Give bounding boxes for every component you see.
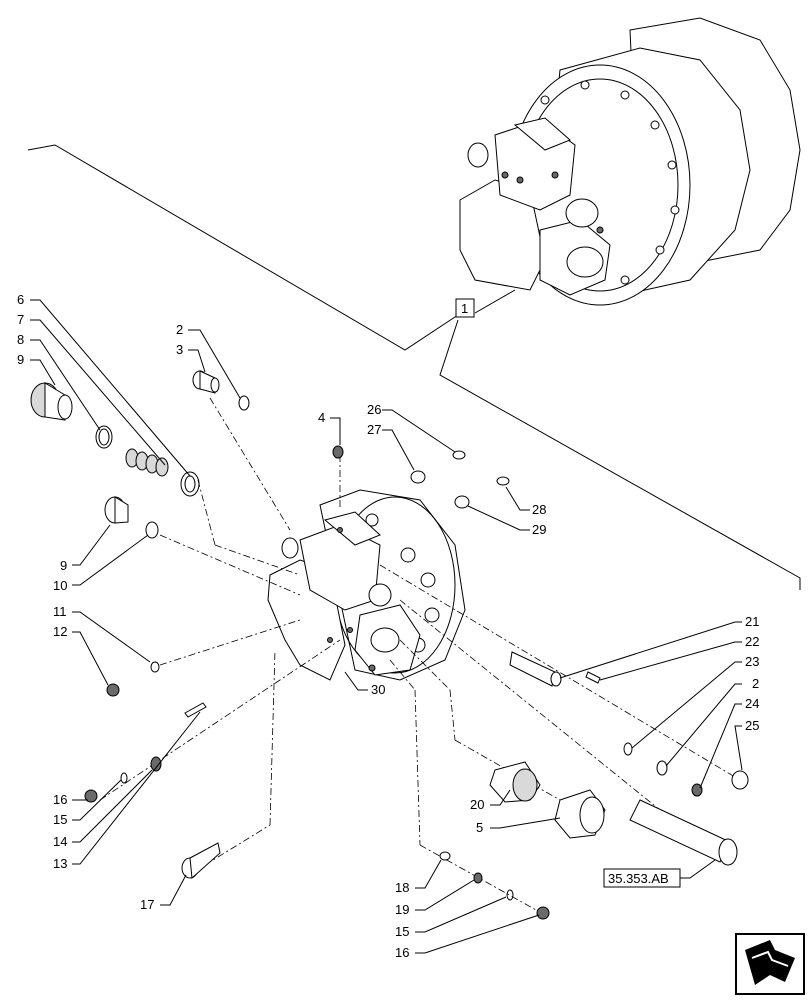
next-page-arrow-icon[interactable] bbox=[735, 933, 805, 995]
plug-29 bbox=[454, 495, 470, 509]
callout-12: 12 bbox=[53, 624, 67, 639]
bolt-holes bbox=[540, 80, 680, 285]
plug-9 bbox=[104, 496, 129, 524]
callout-7: 8 bbox=[17, 332, 24, 347]
cap-5 bbox=[554, 789, 606, 839]
callout-17: 17 bbox=[140, 897, 154, 912]
callout-29: 29 bbox=[532, 522, 546, 537]
plug-4 bbox=[332, 445, 344, 459]
callout-4: 4 bbox=[318, 410, 325, 425]
assembly-callout-box: 1 bbox=[455, 298, 475, 318]
callout-5b: 5 bbox=[476, 820, 483, 835]
plug-25 bbox=[731, 770, 749, 790]
callout-11: 11 bbox=[53, 604, 67, 619]
washer-5 bbox=[180, 471, 200, 497]
assembly-center-lines bbox=[99, 397, 741, 916]
callout-13: 13 bbox=[53, 856, 67, 871]
pin-13 bbox=[184, 702, 207, 718]
reference-label-box[interactable]: 35.353.AB bbox=[603, 868, 681, 888]
callout-6: 7 bbox=[17, 312, 24, 327]
key-26 bbox=[452, 450, 466, 460]
callout-22: 22 bbox=[745, 634, 759, 649]
plug-8 bbox=[30, 382, 73, 421]
ring-11 bbox=[150, 661, 160, 673]
plug-16b bbox=[536, 906, 550, 920]
callout-5: 6 bbox=[17, 292, 24, 307]
valve-body bbox=[267, 489, 466, 681]
callout-19: 19 bbox=[395, 902, 409, 917]
plug-3 bbox=[192, 370, 220, 394]
plug-24 bbox=[691, 783, 703, 797]
o-ring-7 bbox=[95, 425, 113, 449]
o-ring-2a bbox=[238, 395, 250, 411]
bolt-17 bbox=[181, 842, 221, 880]
reference-label[interactable]: 35.353.AB bbox=[608, 871, 669, 886]
callout-27: 27 bbox=[367, 422, 381, 437]
o-ring-2b bbox=[656, 760, 668, 776]
o-ring-10 bbox=[145, 521, 159, 539]
piston-20 bbox=[489, 761, 541, 803]
assembly-callout: 1 bbox=[461, 301, 468, 316]
leader-assembly-right bbox=[439, 319, 801, 590]
ring-23 bbox=[623, 742, 633, 756]
travel-motor-assembly bbox=[459, 17, 801, 306]
loose-parts bbox=[30, 370, 749, 920]
spring-6 bbox=[125, 448, 169, 477]
callout-21: 21 bbox=[745, 614, 759, 629]
callout-9: 9 bbox=[60, 558, 67, 573]
key-28 bbox=[496, 476, 510, 486]
callout-10: 10 bbox=[53, 578, 67, 593]
callout-30: 30 bbox=[371, 682, 385, 697]
callout-14: 14 bbox=[53, 834, 67, 849]
callout-15b: 15 bbox=[395, 924, 409, 939]
ring-15a bbox=[120, 772, 128, 784]
callout-2b: 2 bbox=[752, 676, 759, 691]
spool-21 bbox=[509, 651, 562, 687]
callout-23: 23 bbox=[745, 654, 759, 669]
callout-16: 16 bbox=[53, 792, 67, 807]
callout-16b: 16 bbox=[395, 945, 409, 960]
callout-8: 9 bbox=[17, 352, 24, 367]
callout-20: 20 bbox=[470, 797, 484, 812]
spring-19 bbox=[473, 872, 483, 884]
plug-16a bbox=[84, 789, 98, 803]
shaft bbox=[629, 799, 738, 866]
callout-2: 2 bbox=[176, 322, 183, 337]
callout-28: 28 bbox=[532, 502, 546, 517]
leader-assembly-top bbox=[474, 289, 516, 314]
pin-18 bbox=[439, 851, 451, 861]
pin-22 bbox=[585, 671, 601, 684]
callout-3: 3 bbox=[176, 342, 183, 357]
callout-18: 18 bbox=[395, 880, 409, 895]
leader-assembly-left bbox=[27, 144, 459, 351]
callout-26: 26 bbox=[367, 402, 381, 417]
leader-lines bbox=[30, 299, 743, 954]
plug-27 bbox=[410, 470, 426, 484]
callout-25: 25 bbox=[745, 718, 759, 733]
callout-24: 24 bbox=[745, 696, 759, 711]
screw-12 bbox=[106, 683, 120, 697]
callout-labels: 6 7 8 9 2 3 4 9 10 11 12 16 15 14 13 17 … bbox=[17, 292, 759, 960]
callout-15: 15 bbox=[53, 812, 67, 827]
spring-14 bbox=[150, 756, 162, 772]
ring-15b bbox=[506, 889, 514, 901]
